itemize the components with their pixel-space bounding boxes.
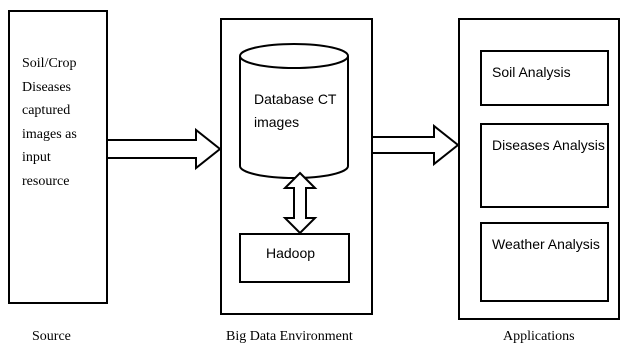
soil-analysis-label: Soil Analysis xyxy=(492,64,571,80)
database-label: Database CT images xyxy=(254,88,344,134)
source-box xyxy=(8,10,108,304)
environment-caption: Big Data Environment xyxy=(226,329,353,344)
source-line: captured xyxy=(22,103,71,118)
hadoop-box xyxy=(239,233,350,283)
hadoop-label: Hadoop xyxy=(266,245,316,261)
arrow-environment-to-applications xyxy=(373,123,460,167)
source-text: Soil/Crop Diseases captured images as in… xyxy=(22,52,102,193)
soil-analysis-box xyxy=(480,50,609,106)
database-label-line: Database CT xyxy=(254,91,337,107)
double-arrow-database-hadoop xyxy=(282,171,318,235)
source-line: resource xyxy=(22,173,70,189)
diseases-analysis-box xyxy=(480,123,609,208)
applications-caption: Applications xyxy=(503,329,575,344)
weather-analysis-box xyxy=(480,222,609,302)
weather-analysis-label: Weather Analysis xyxy=(492,236,600,252)
source-caption: Source xyxy=(32,329,71,344)
source-line: images as xyxy=(22,126,77,142)
database-label-line: images xyxy=(254,114,300,130)
arrow-source-to-environment xyxy=(108,127,222,171)
source-line: input xyxy=(22,150,51,165)
diseases-analysis-label: Diseases Analysis xyxy=(492,137,605,153)
source-line: Soil/Crop xyxy=(22,56,77,71)
source-line: Diseases xyxy=(22,79,71,95)
database-cylinder-top xyxy=(239,43,349,69)
